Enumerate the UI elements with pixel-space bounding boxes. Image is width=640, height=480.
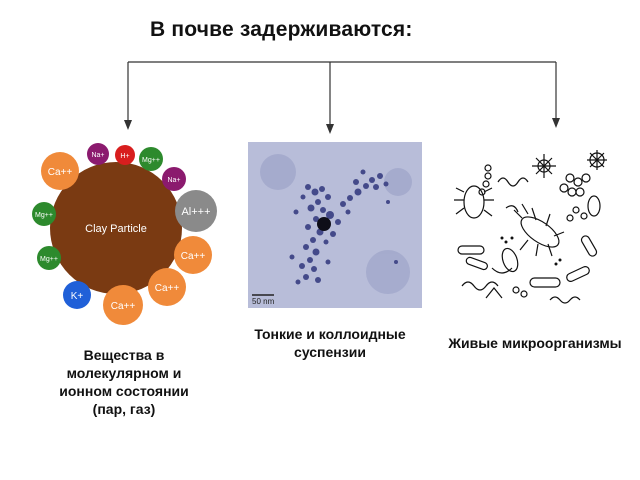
middle-caption: Тонкие и коллоидные суспензии — [254, 326, 406, 360]
ion-na-2: Na+ — [162, 167, 186, 191]
ion-k: K+ — [63, 281, 91, 309]
ion-ca-bottom: Ca++ — [103, 285, 143, 325]
left-caption: Вещества в молекулярном и ионном состоян… — [59, 347, 189, 417]
svg-text:Na+: Na+ — [91, 152, 104, 159]
svg-text:Na+: Na+ — [167, 177, 180, 184]
svg-text:Al+++: Al+++ — [181, 206, 210, 218]
scale-bar-label: 50 nm — [252, 297, 275, 306]
colloid-micrograph: 50 nm — [248, 142, 422, 308]
page-title: В почве задерживаются: — [150, 18, 413, 41]
ion-h: H+ — [115, 145, 135, 165]
arrow-middle — [326, 124, 334, 134]
ion-mg-1: Mg++ — [139, 147, 163, 171]
right-caption: Живые микроорганизмы — [448, 335, 622, 351]
clay-particle-diagram: Clay Particle Na+ H+ Mg++ Na+ Al+++ Ca++… — [32, 143, 217, 325]
svg-text:H+: H+ — [120, 153, 129, 160]
svg-text:Mg++: Mg++ — [35, 212, 53, 219]
svg-text:Ca++: Ca++ — [155, 283, 180, 294]
ion-na-1: Na+ — [87, 143, 109, 165]
ion-mg-3: Mg++ — [32, 202, 56, 226]
svg-text:Mg++: Mg++ — [40, 256, 58, 263]
ion-mg-2: Mg++ — [37, 246, 61, 270]
svg-text:Ca++: Ca++ — [181, 251, 206, 262]
dense-particle — [317, 217, 331, 231]
arrow-right — [552, 118, 560, 128]
ion-ca-lower-right: Ca++ — [148, 268, 186, 306]
clay-particle-label: Clay Particle — [85, 223, 147, 235]
clay-particle — [50, 162, 182, 294]
svg-text:Ca++: Ca++ — [111, 301, 136, 312]
svg-text:Ca++: Ca++ — [48, 167, 73, 178]
svg-text:Mg++: Mg++ — [142, 157, 160, 164]
svg-text:K+: K+ — [71, 291, 84, 302]
microorganisms-illustration — [454, 150, 607, 304]
ion-ca-left: Ca++ — [41, 152, 79, 190]
ion-al: Al+++ — [175, 190, 217, 232]
arrow-left — [124, 120, 132, 130]
ion-ca-right: Ca++ — [174, 236, 212, 274]
